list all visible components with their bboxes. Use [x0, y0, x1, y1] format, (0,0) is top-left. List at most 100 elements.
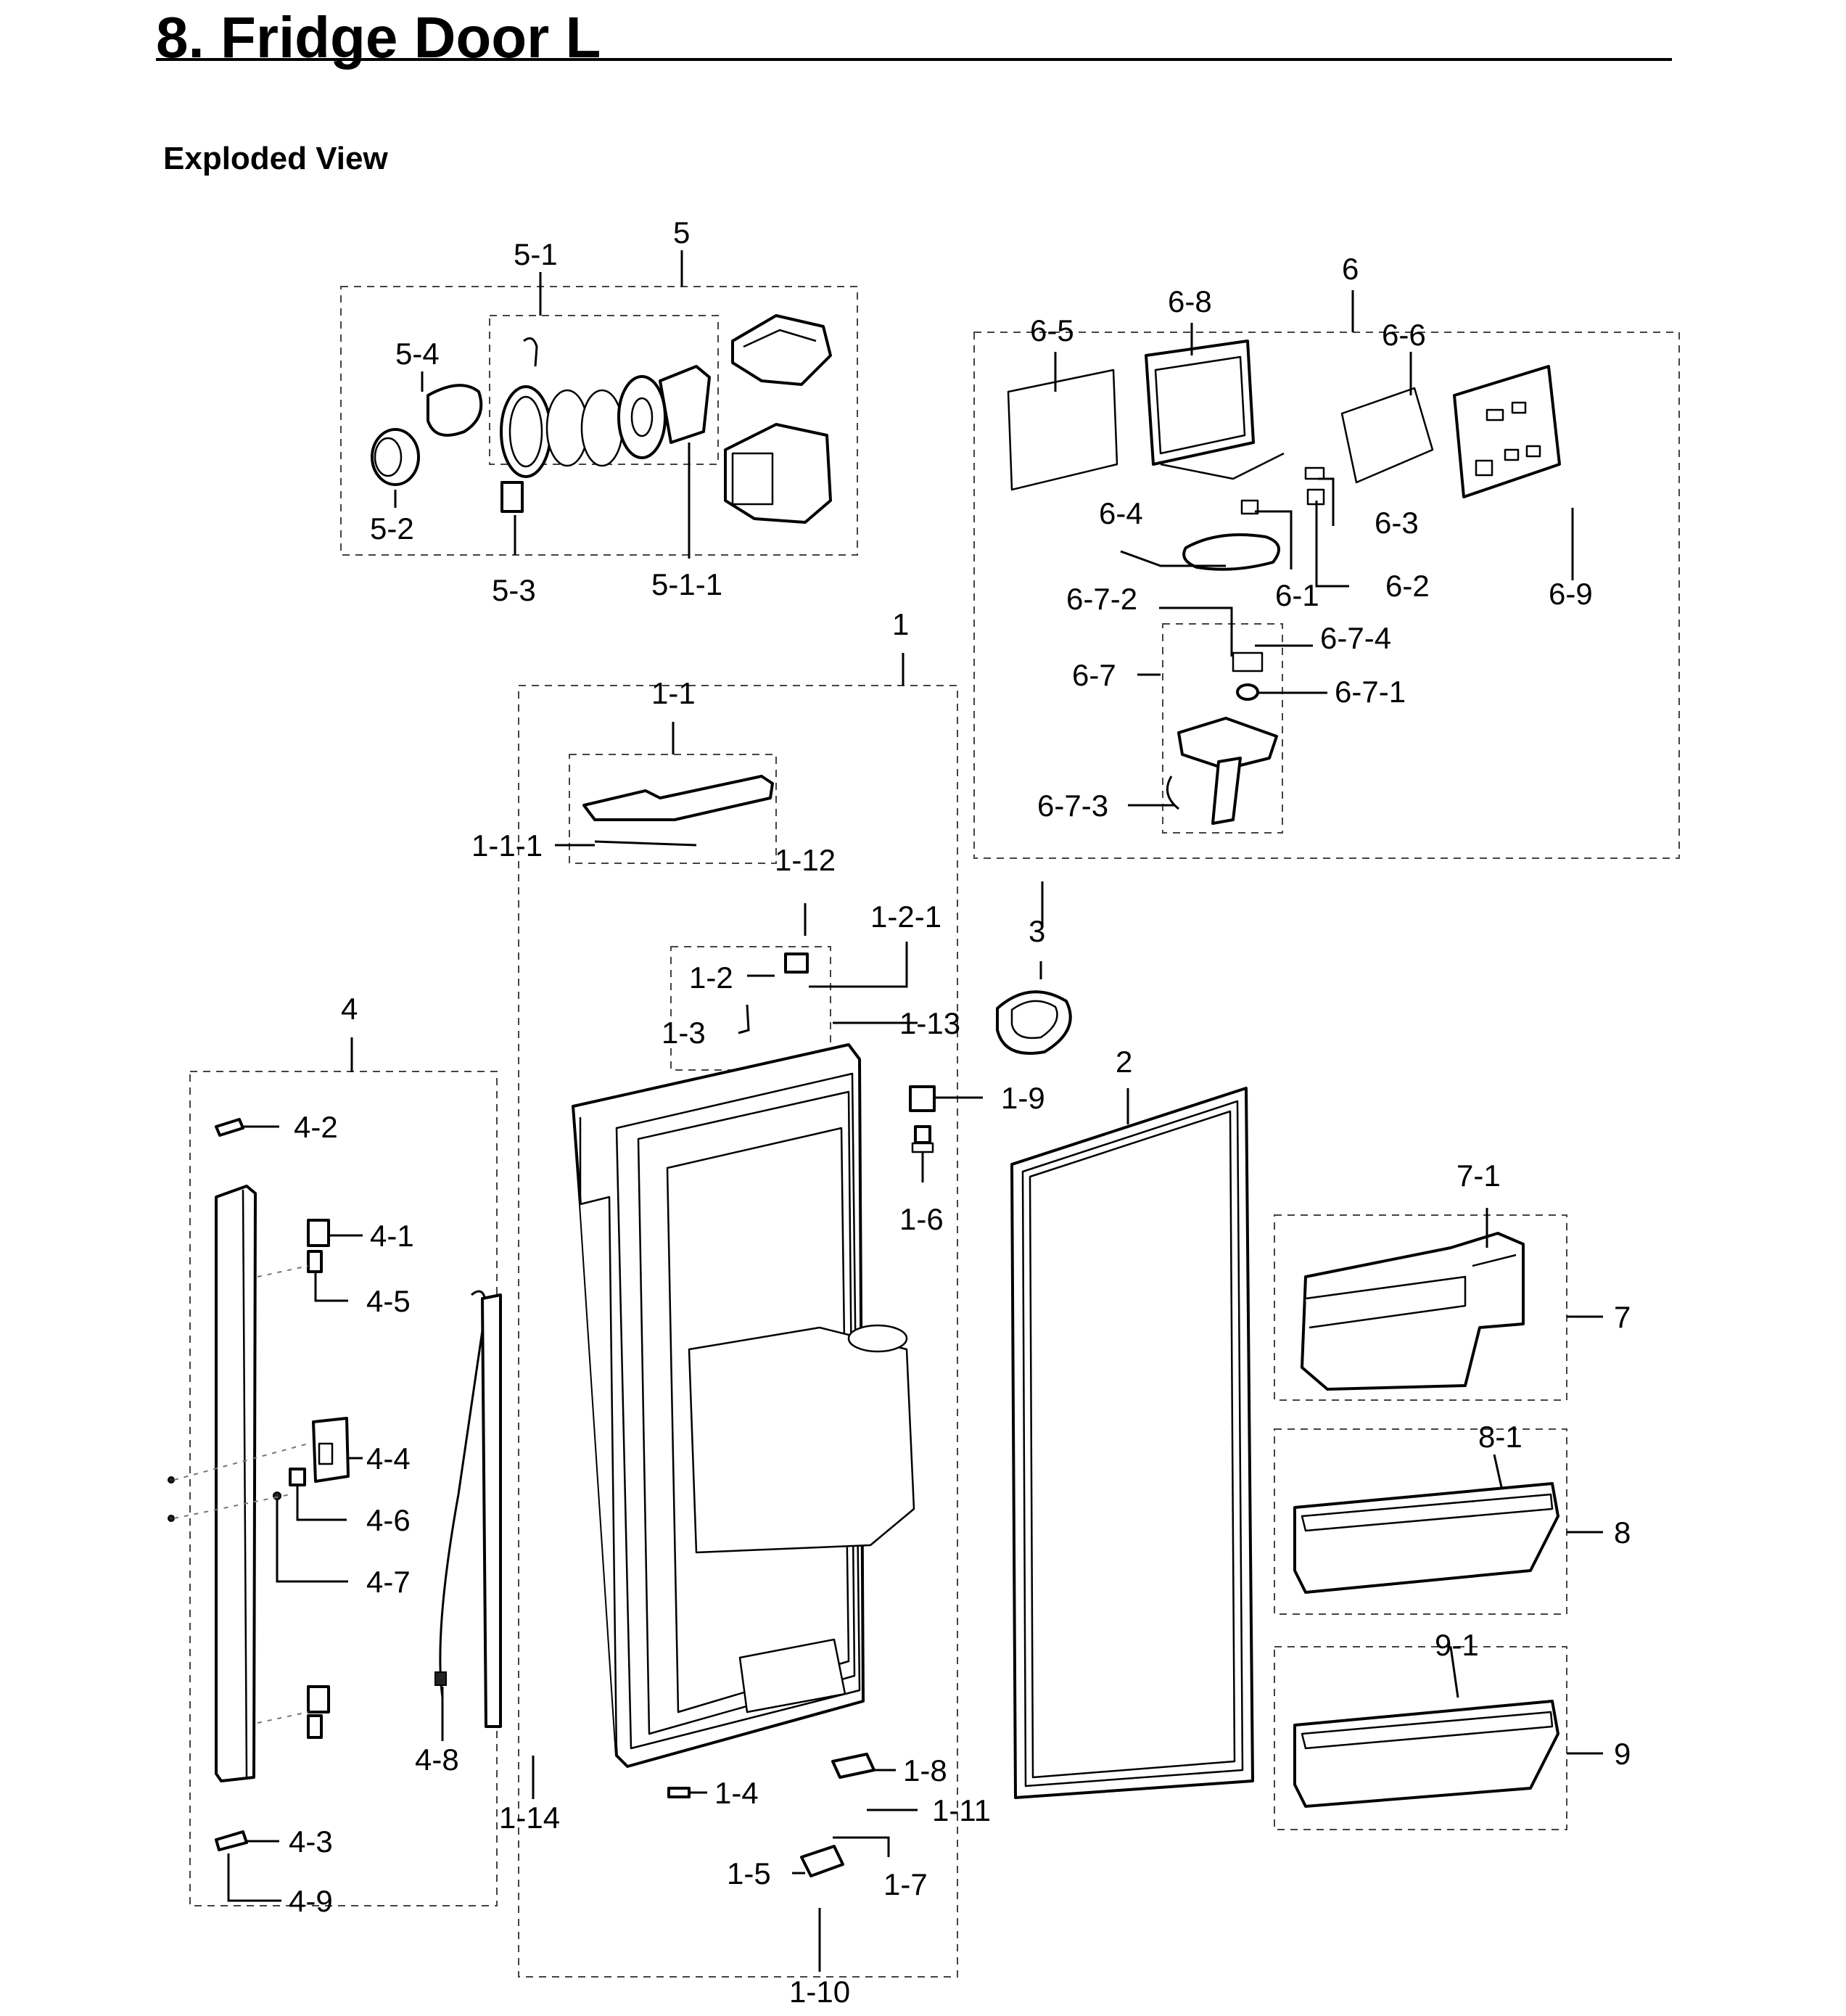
part-6-6-panel [1340, 387, 1434, 484]
callout-8-1: 8-1 [1478, 1420, 1522, 1454]
callout-1-8: 1-8 [903, 1753, 947, 1787]
callout-5: 5 [673, 215, 690, 250]
part-6-7-3-dispenser-lever [1166, 717, 1278, 825]
part-6-7-2-bracket [1232, 651, 1264, 672]
part-6-7-1-ring [1236, 683, 1259, 701]
callout-6-7: 6-7 [1072, 658, 1116, 692]
callout-6-5: 6-5 [1030, 313, 1074, 347]
callout-5-3: 5-3 [492, 573, 536, 607]
group-8-box [1274, 1428, 1567, 1615]
part-1-5-bracket [800, 1845, 844, 1877]
part-4-1-hinge [307, 1219, 330, 1247]
callout-1-13: 1-13 [899, 1006, 960, 1040]
callout-6-7-3: 6-7-3 [1037, 789, 1108, 823]
part-5-housing-lower [724, 423, 832, 524]
callout-4-8: 4-8 [415, 1743, 459, 1777]
part-1-door-liner [572, 1043, 915, 1768]
callout-6: 6 [1342, 252, 1359, 286]
callout-8: 8 [1614, 1515, 1631, 1550]
callout-4-2: 4-2 [294, 1110, 338, 1144]
callout-6-9: 6-9 [1549, 577, 1593, 611]
callout-1-14: 1-14 [499, 1801, 560, 1835]
callout-5-2: 5-2 [370, 511, 414, 546]
group-6-7-box [1162, 623, 1283, 834]
part-5-3-switch [500, 481, 524, 513]
callout-4-5: 4-5 [366, 1284, 411, 1318]
callout-1-11: 1-11 [932, 1793, 991, 1827]
callout-5-1-1: 5-1-1 [651, 567, 722, 601]
callout-1-12: 1-12 [775, 843, 836, 877]
part-5-2-motor [371, 428, 420, 486]
part-1-1-cover [582, 775, 774, 821]
part-6-5-panel [1007, 369, 1118, 491]
part-4-4-hinge-plate [312, 1417, 350, 1483]
callout-1-10: 1-10 [789, 1975, 850, 2009]
callout-6-4: 6-4 [1099, 496, 1143, 530]
part-5-housing-upper [731, 314, 832, 386]
callout-6-3: 6-3 [1375, 506, 1419, 540]
screw-left-upper [168, 1476, 175, 1484]
part-4-lower-hinge [307, 1685, 330, 1739]
callout-9: 9 [1614, 1737, 1631, 1771]
part-8-1-bin [1293, 1482, 1559, 1594]
part-4-7-screw [273, 1492, 281, 1500]
callout-4-9: 4-9 [289, 1884, 333, 1918]
section-subtitle: Exploded View [163, 141, 388, 176]
callout-4-6: 4-6 [366, 1503, 411, 1537]
part-1-6-hinge-pin [911, 1125, 934, 1153]
callout-1-4: 1-4 [714, 1776, 759, 1810]
callout-1-5: 1-5 [727, 1856, 771, 1890]
title-underline [156, 58, 1672, 61]
group-1-box [518, 685, 958, 1978]
callout-4-1: 4-1 [370, 1219, 414, 1253]
part-6-9-board [1453, 365, 1561, 498]
part-9-1-bin [1293, 1700, 1559, 1808]
callout-5-1: 5-1 [514, 237, 558, 271]
part-6-3-clip [1304, 466, 1325, 480]
part-4-3-cap [215, 1830, 248, 1851]
callout-6-2: 6-2 [1385, 569, 1430, 603]
part-1-2-holder [784, 953, 809, 974]
part-6-1-clip [1240, 499, 1259, 515]
group-7-box [1274, 1214, 1567, 1401]
callout-1-3: 1-3 [662, 1016, 706, 1050]
group-5-1-box [489, 315, 719, 465]
callout-5-4: 5-4 [395, 337, 440, 371]
group-1-2-box [670, 946, 831, 1071]
screw-left-lower [168, 1515, 175, 1522]
group-9-box [1274, 1646, 1567, 1830]
part-5-1-ring-assembly [500, 337, 711, 478]
callout-6-7-1: 6-7-1 [1335, 675, 1406, 709]
part-5-4-cover [427, 384, 483, 437]
callout-4-3: 4-3 [289, 1824, 333, 1859]
part-1-4-clip [667, 1787, 691, 1798]
callout-2: 2 [1116, 1045, 1132, 1079]
part-1-9-block [909, 1085, 936, 1112]
callout-1-2-1: 1-2-1 [870, 900, 941, 934]
part-3-seal [996, 990, 1072, 1055]
callout-3: 3 [1029, 914, 1045, 948]
callout-4-7: 4-7 [366, 1565, 411, 1599]
callout-6-7-4: 6-7-4 [1320, 621, 1391, 655]
part-4-6-block [289, 1468, 306, 1486]
callout-1-2: 1-2 [689, 960, 733, 995]
group-1-1-box [569, 754, 777, 864]
callout-6-1: 6-1 [1275, 578, 1319, 612]
part-4-5-block [307, 1250, 323, 1273]
callout-1-1-1: 1-1-1 [471, 828, 543, 863]
callout-1: 1 [892, 607, 909, 641]
callout-7: 7 [1614, 1300, 1631, 1334]
callout-1-7: 1-7 [883, 1867, 928, 1901]
callout-7-1: 7-1 [1456, 1159, 1501, 1193]
callout-1-6: 1-6 [899, 1202, 944, 1236]
leader-lines [227, 250, 1603, 1972]
callout-9-1: 9-1 [1435, 1628, 1479, 1662]
group-6-box [973, 332, 1680, 859]
part-7-1-bin [1301, 1232, 1525, 1391]
part-6-4-tray [1182, 533, 1280, 571]
part-1-3-pin [738, 1004, 750, 1034]
part-4-hinge-cover-strip [215, 1185, 257, 1782]
part-1-1-1-wire [594, 840, 697, 847]
part-1-8-cap [831, 1753, 875, 1779]
